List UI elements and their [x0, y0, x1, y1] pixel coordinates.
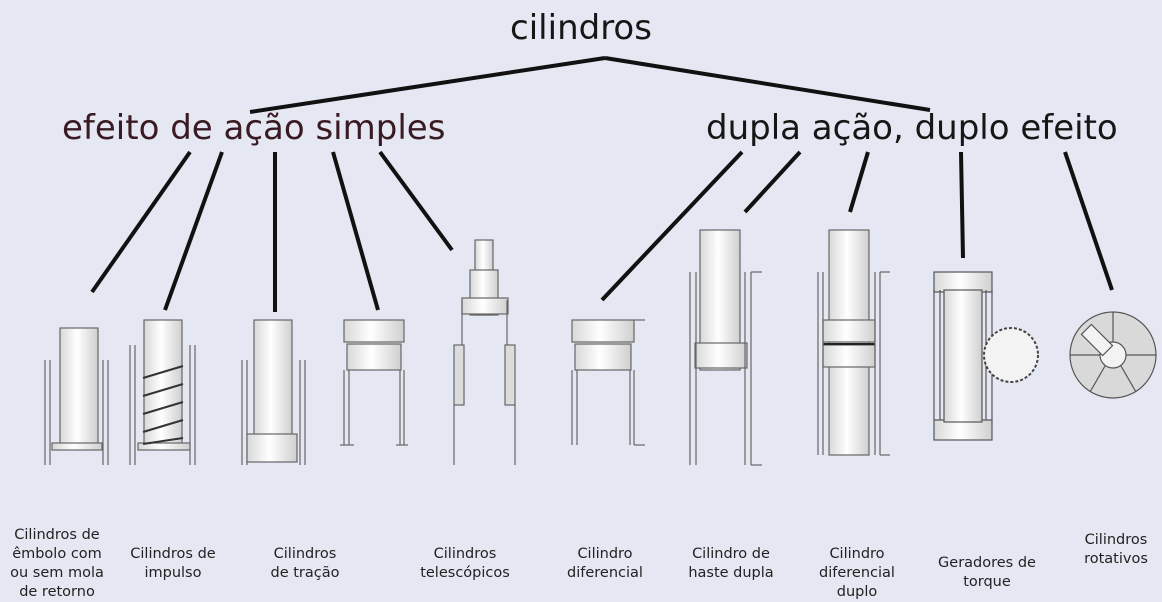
root-title: cilindros — [510, 8, 652, 48]
item-label-9: Cilindros rotativos — [1084, 532, 1148, 567]
connector-lines — [90, 56, 1114, 312]
connector-right-2 — [743, 150, 802, 214]
connector-left-1 — [90, 150, 192, 294]
traction-cylinder-icon — [241, 319, 306, 465]
item-label-6: Cilindro de haste dupla — [688, 546, 774, 581]
connector-left-2 — [163, 151, 224, 311]
branch-title-double-acting: dupla ação, duplo efeito — [706, 108, 1118, 148]
item-label-3: Cilindros de tração — [270, 546, 340, 581]
connector-right-1 — [600, 150, 744, 302]
double-rod-cylinder-icon — [689, 229, 762, 466]
connector-right-3 — [848, 151, 870, 213]
telescopic-cylinder-icon — [453, 239, 516, 465]
item-label-1: Cilindros de êmbolo com ou sem mola de r… — [10, 527, 104, 600]
pull-cylinder-icon — [340, 319, 408, 446]
connector-right-4 — [959, 151, 965, 259]
item-label-4: Cilindros telescópicos — [420, 546, 510, 581]
branch-title-single-acting: efeito de ação simples — [62, 108, 446, 148]
connector-root-left — [249, 56, 606, 114]
double-differential-cylinder-icon — [817, 229, 890, 456]
item-label-7: Cilindro diferencial duplo — [819, 546, 895, 600]
connector-right-5 — [1063, 151, 1114, 291]
connector-left-4 — [331, 151, 380, 311]
torque-generator-icon — [933, 271, 1039, 441]
item-label-5: Cilindro diferencial — [567, 546, 643, 581]
connector-left-5 — [378, 150, 454, 252]
single-acting-cylinder-icon — [44, 327, 109, 465]
differential-cylinder-icon — [571, 319, 645, 446]
connector-root-right — [604, 56, 931, 112]
rotary-cylinder-icon — [1069, 311, 1157, 399]
item-label-8: Geradores de torque — [938, 555, 1036, 590]
item-label-2: Cilindros de impulso — [130, 546, 216, 581]
impulse-cylinder-icon — [129, 319, 196, 465]
